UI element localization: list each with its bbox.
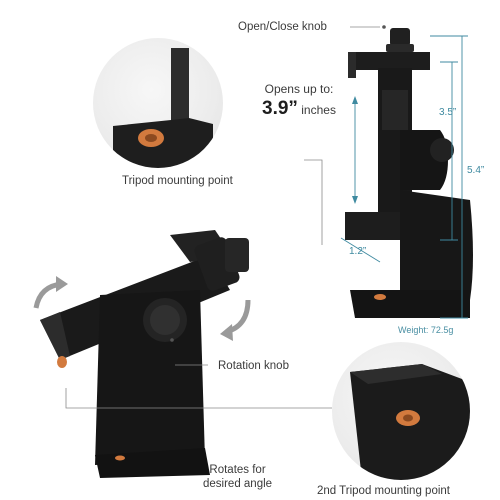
tripod-mounting-point-label: Tripod mounting point [122, 175, 233, 187]
rotated-tripod-hole-icon [57, 356, 67, 368]
open-close-knob-label: Open/Close knob [238, 21, 327, 33]
second-tripod-label: 2nd Tripod mounting point [317, 485, 450, 497]
dimension-height-inner: 3.5” [439, 107, 457, 118]
dimension-depth: 1.2” [349, 246, 367, 257]
open-close-knob-graphic-rotated [225, 238, 249, 272]
opens-up-to-label: Opens up to: [264, 82, 334, 96]
rotation-knob-graphic-upright [430, 138, 454, 162]
knob-pointer-dot [382, 25, 386, 29]
second-mount-closeup-graphic [350, 364, 470, 480]
upright-holder [345, 28, 473, 318]
tripod-mount-closeup-graphic [113, 48, 213, 168]
closeup-tripod-mount [93, 38, 223, 168]
rotation-pointer-dot [170, 338, 174, 342]
rotates-line-1: Rotates for [209, 464, 266, 476]
rotation-knob-label: Rotation knob [218, 360, 289, 372]
rotates-line-2: desired angle [203, 478, 273, 490]
rotated-holder [40, 230, 249, 478]
rotates-label: Rotates for desired angle [203, 463, 272, 491]
upright-tripod-hole-icon [374, 294, 386, 300]
opens-unit: inches [297, 103, 336, 117]
opens-up-to-callout: Opens up to: 3.9” inches [262, 82, 336, 120]
callout-lines [65, 26, 380, 409]
weight-label: Weight: 72.5g [398, 325, 454, 335]
open-close-knob-graphic [390, 28, 410, 46]
closeup-second-tripod-mount [332, 342, 470, 480]
dimension-height-total: 5.4” [467, 165, 485, 176]
dimension-lines [340, 35, 468, 319]
opens-value: 3.9” [262, 98, 298, 119]
